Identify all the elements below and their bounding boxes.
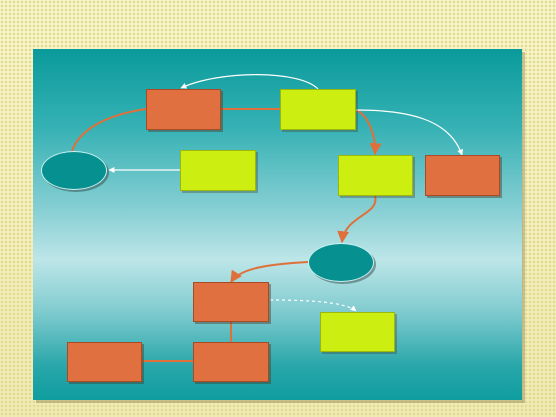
connector-lime-right-to-oval-center [337,195,377,244]
connector-orange-mid-to-lime-bottom [269,299,357,312]
box-orange-bottom [193,342,269,382]
box-orange-top [146,89,221,130]
box-lime-top [280,89,356,130]
box-orange-mid [193,282,269,322]
connector-lime-top-to-orange-right [355,109,464,156]
box-orange-right [425,155,500,196]
connector-oval-center-to-orange-mid [230,261,309,284]
box-lime-bottom [320,312,395,352]
oval-center [308,243,374,282]
oval-left [41,151,107,190]
connector-lime-top-to-lime-right [355,109,382,156]
box-lime-right [338,155,413,196]
slide-panel [33,49,522,400]
connector-orange-top-to-oval-left [71,108,147,152]
box-orange-bottom-left [67,342,142,382]
connector-lime-top-to-orange-top [180,74,319,90]
box-lime-left [180,150,256,191]
